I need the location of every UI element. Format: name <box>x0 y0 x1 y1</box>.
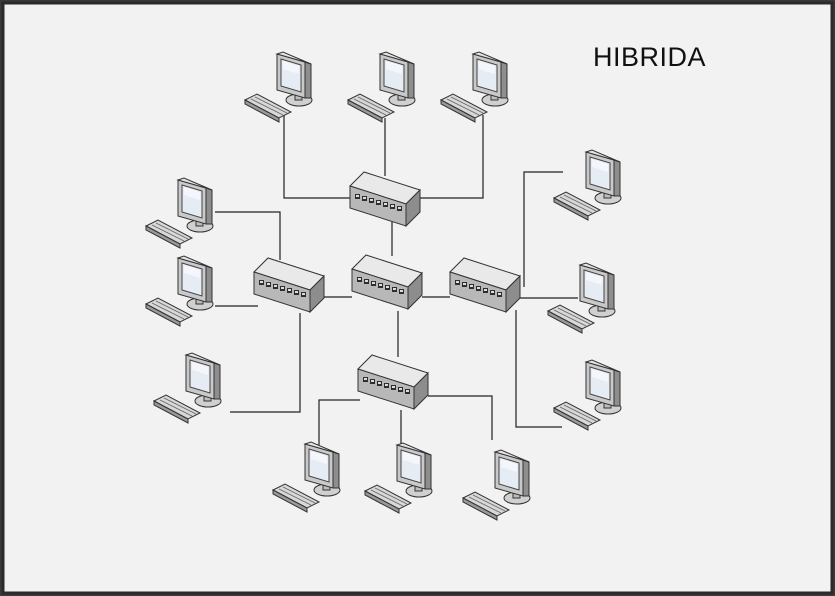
diagram-title: HIBRIDA <box>593 42 707 72</box>
connection-lines <box>215 115 578 448</box>
